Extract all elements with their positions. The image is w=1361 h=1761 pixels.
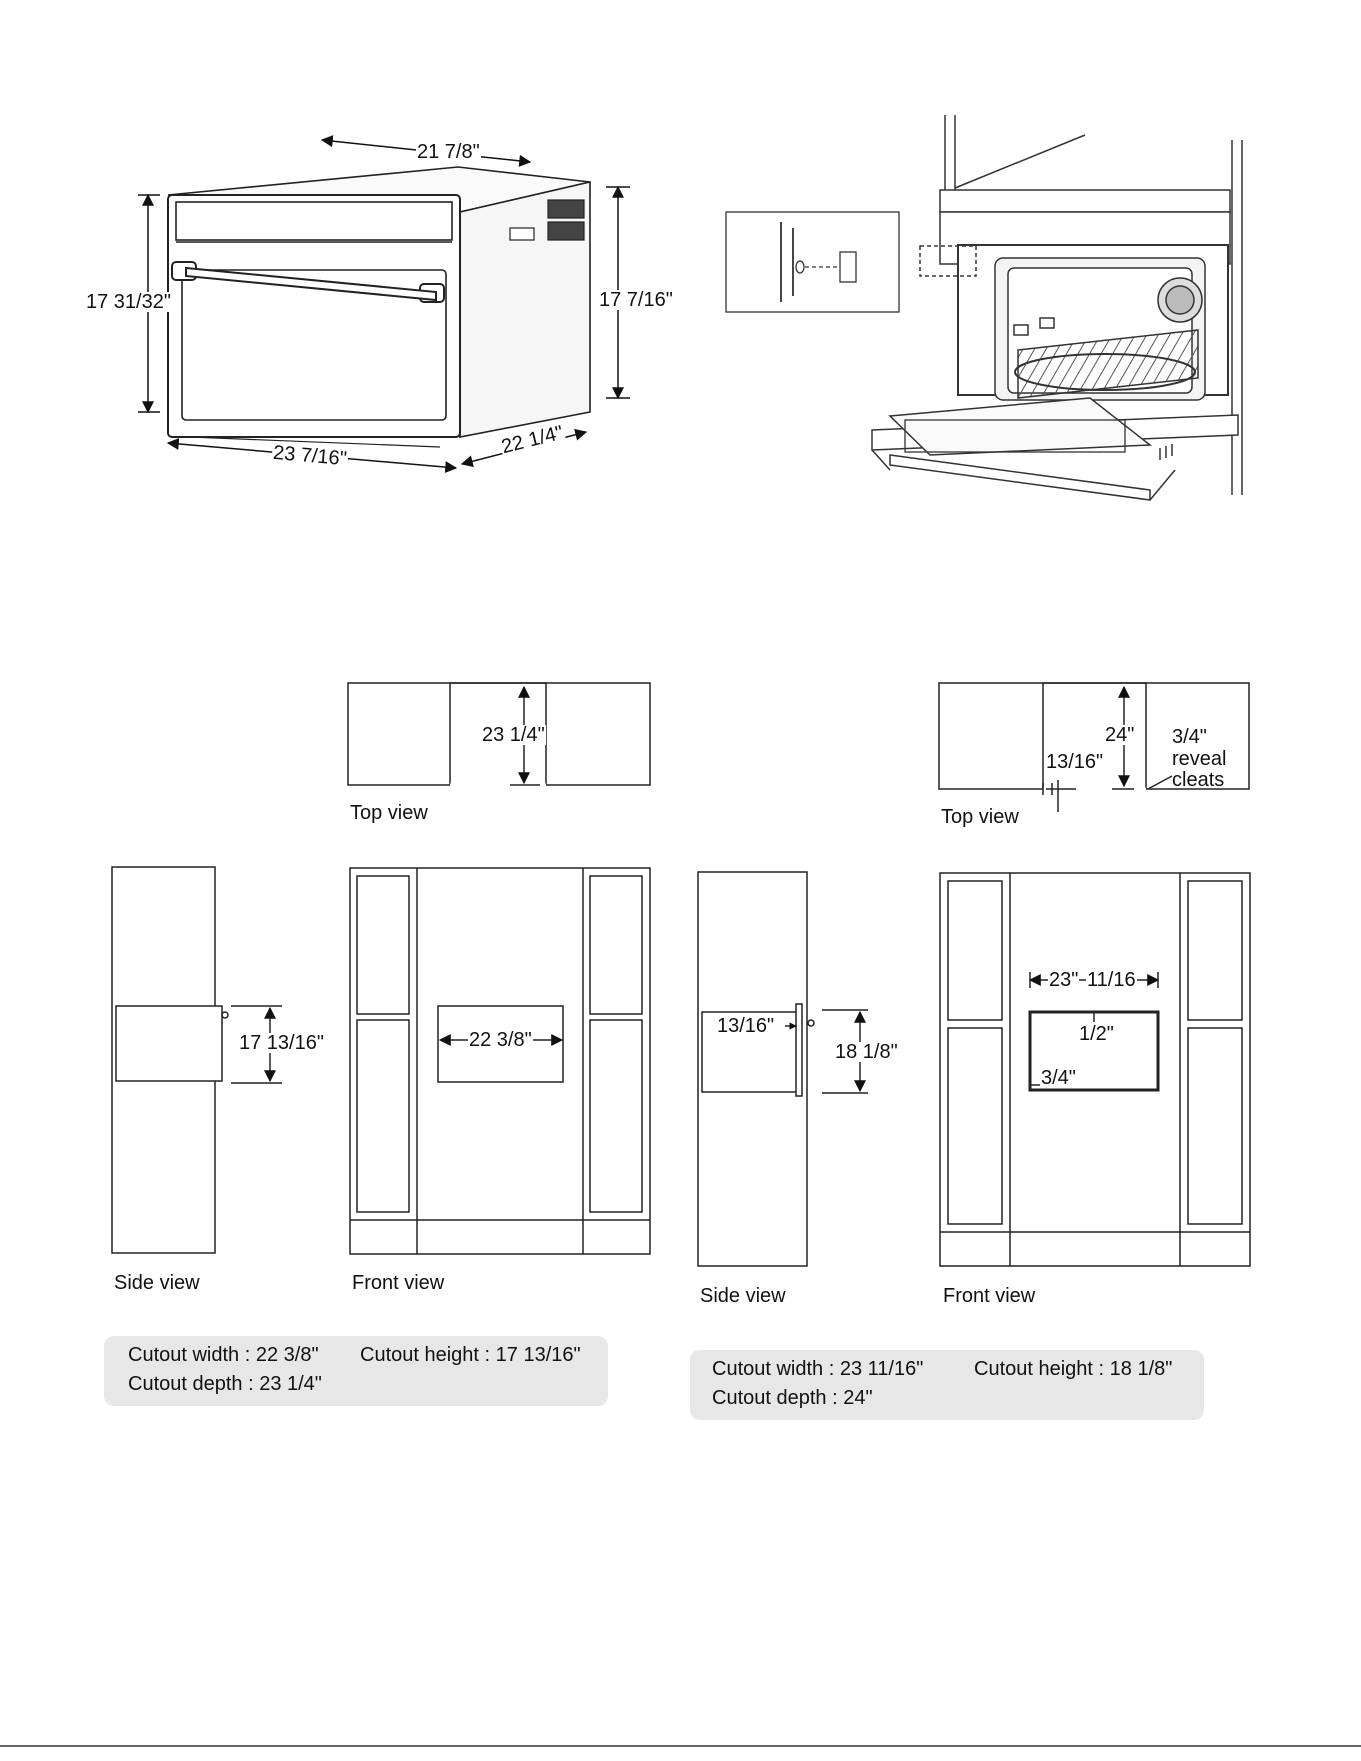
right-top-view [938, 682, 1250, 812]
left-top-view [347, 682, 651, 787]
left-front-width: 22 3/8" [468, 1029, 533, 1051]
left-cutout-height: Cutout height : 17 13/16" [360, 1344, 581, 1366]
right-front-top: 1/2" [1078, 1023, 1115, 1045]
right-side-view [697, 871, 868, 1267]
installed-oven-drawing [871, 115, 1243, 501]
right-top-view-label: Top view [941, 806, 1019, 828]
right-reveal-line3: cleats [1172, 769, 1225, 791]
oven-handle [171, 261, 445, 303]
left-front-view [349, 867, 651, 1255]
left-side-height: 17 13/16" [238, 1032, 325, 1054]
right-cutout-width: Cutout width : 23 11/16" [712, 1358, 924, 1380]
right-side-gap: 13/16" [716, 1015, 776, 1037]
left-cutout-depth: Cutout depth : 23 1/4" [128, 1373, 322, 1395]
oven-top-width: 21 7/8" [416, 141, 481, 163]
side-vent-icon [509, 199, 585, 241]
oven-front-height: 17 31/32" [85, 291, 172, 313]
right-front-view [939, 872, 1251, 1267]
right-front-width-b: 11/16 [1086, 969, 1137, 991]
mounting-detail-inset [725, 211, 900, 313]
left-cutout-width: Cutout width : 22 3/8" [128, 1344, 319, 1366]
left-cutout-spec-box: Cutout width : 22 3/8" Cutout height : 1… [104, 1336, 608, 1406]
left-front-view-label: Front view [352, 1272, 445, 1294]
left-top-view-label: Top view [350, 802, 428, 824]
left-side-view [111, 866, 282, 1254]
oven-side-height: 17 7/16" [598, 289, 674, 311]
right-reveal-line1: 3/4" [1172, 726, 1207, 748]
right-cutout-depth: Cutout depth : 24" [712, 1387, 873, 1409]
right-side-height: 18 1/8" [834, 1041, 899, 1063]
left-top-depth: 23 1/4" [481, 724, 546, 746]
right-reveal-line2: reveal [1172, 748, 1227, 770]
right-cutout-height: Cutout height : 18 1/8" [974, 1358, 1173, 1380]
right-front-view-label: Front view [943, 1285, 1036, 1307]
right-side-view-label: Side view [700, 1285, 786, 1307]
right-top-depth: 24" [1104, 724, 1136, 746]
left-side-view-label: Side view [114, 1272, 200, 1294]
right-front-width-a: 23" [1048, 969, 1080, 991]
right-top-gap: 13/16" [1045, 751, 1105, 773]
oven-perspective-drawing [167, 166, 591, 448]
right-front-side: 3/4" [1040, 1067, 1077, 1089]
right-cutout-spec-box: Cutout width : 23 11/16" Cutout height :… [690, 1350, 1204, 1420]
